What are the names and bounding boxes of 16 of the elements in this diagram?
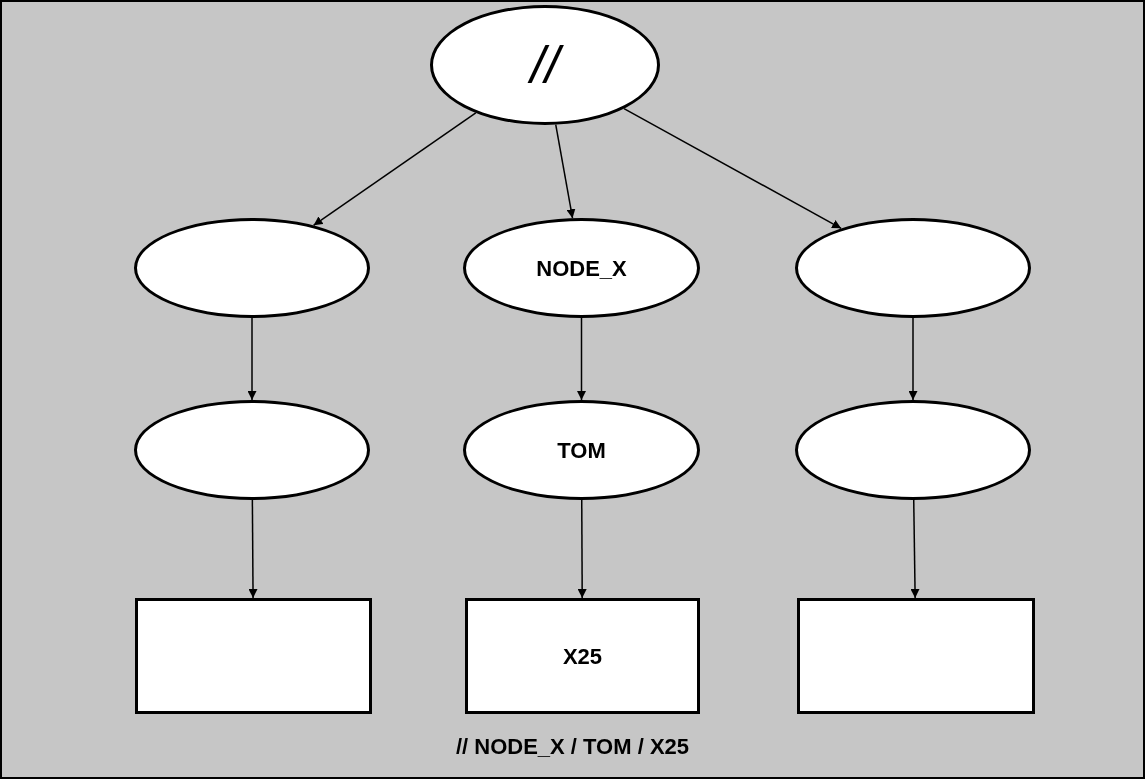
arrow [577, 499, 587, 599]
arrow [908, 317, 918, 401]
path-caption: // NODE_X / TOM / X25 [455, 733, 690, 761]
box-node [135, 598, 372, 714]
node-label: NODE_X [536, 254, 627, 283]
node-label: X25 [562, 642, 603, 671]
arrow [312, 112, 477, 227]
arrow [248, 499, 258, 599]
box-node [465, 598, 700, 714]
node-label: TOM [557, 436, 606, 465]
arrow [577, 317, 586, 401]
arrow [910, 499, 920, 599]
box-node [797, 598, 1035, 714]
arrow [247, 317, 257, 401]
arrow [555, 124, 576, 219]
arrow [623, 107, 842, 230]
